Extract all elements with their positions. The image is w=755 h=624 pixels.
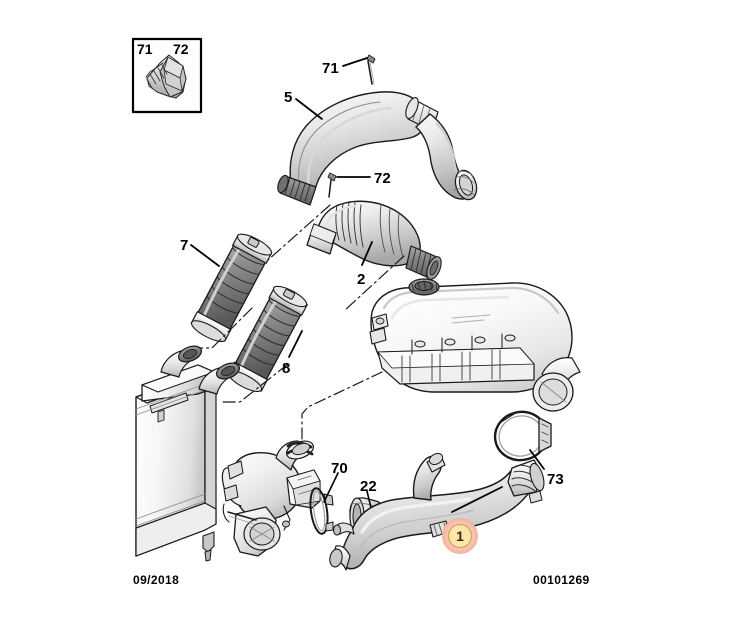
callout-72: 72 (374, 170, 391, 187)
flexible-hose-upper (190, 233, 273, 343)
leader-7 (190, 244, 220, 267)
callout-71: 71 (322, 60, 339, 77)
highlighted-callout-1-label: 1 (448, 524, 472, 548)
manifold-outlet-neck (532, 357, 581, 412)
clamp-turbo (309, 487, 334, 535)
air-duct-lower-bolt (327, 172, 337, 198)
callout-22: 22 (360, 478, 377, 495)
callout-73: 73 (547, 471, 564, 488)
inset-label-71: 71 (137, 41, 153, 57)
callout-70: 70 (331, 460, 348, 477)
leader-71 (342, 57, 368, 67)
intercooler (135, 345, 241, 562)
footer-date: 09/2018 (133, 573, 180, 587)
air-duct-upper (277, 91, 478, 206)
pipe-right-coupling (507, 459, 545, 504)
pipe-left-socket (329, 545, 351, 571)
turbocharger (221, 440, 321, 557)
intercooler-port-left (160, 345, 203, 378)
footer-reference: 00101269 (533, 573, 590, 587)
callout-2: 2 (357, 271, 366, 288)
duct-lower-socket (453, 169, 478, 201)
leader-70 (323, 472, 339, 503)
highlighted-callout-1: 1 (442, 518, 478, 554)
intake-manifold (369, 278, 581, 412)
assembly-guide-lines (195, 204, 405, 403)
manifold-top-port (408, 278, 440, 296)
bolt-detail-inset (131, 37, 203, 114)
air-duct-upper-bolt (366, 54, 376, 85)
leader-5 (295, 98, 323, 120)
callout-8: 8 (282, 360, 291, 377)
callout-7: 7 (180, 237, 189, 254)
leader-1 (451, 486, 503, 513)
leader-73 (529, 449, 545, 470)
callout-5: 5 (284, 89, 293, 106)
leader-2 (361, 241, 373, 266)
air-intake-resonator (306, 200, 442, 280)
bolt-icon (145, 54, 187, 99)
hose-clamp-manifold (493, 410, 552, 462)
inset-label-72: 72 (173, 41, 189, 57)
leader-8 (288, 330, 303, 358)
charge-air-pipe (329, 452, 545, 571)
intercooler-port-right (198, 362, 241, 395)
resonator-outlet (405, 245, 442, 280)
